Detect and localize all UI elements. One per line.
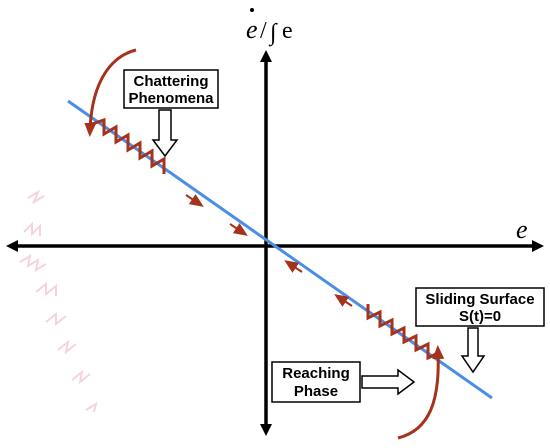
trajectory-arrow-3 bbox=[284, 260, 303, 273]
trajectory-arrow-2 bbox=[229, 223, 248, 236]
ghost-artifacts bbox=[19, 189, 98, 413]
lower-reaching-curve bbox=[397, 345, 445, 440]
reaching-label-2: Phase bbox=[294, 383, 338, 400]
upper-reaching-curve bbox=[84, 48, 137, 137]
reaching-label-1: Reaching bbox=[282, 365, 350, 382]
chattering-label-1: Chattering bbox=[134, 73, 209, 90]
y-label-sep: / bbox=[260, 18, 267, 44]
lower-chattering-zigzag bbox=[366, 304, 441, 361]
upper-chattering-zigzag bbox=[91, 117, 166, 174]
trajectory-arrow-4 bbox=[334, 294, 353, 307]
y-label-num: e bbox=[246, 15, 258, 44]
x-axis-label: e bbox=[516, 215, 528, 244]
arrow-right-icon bbox=[361, 368, 416, 396]
arrow-down-icon bbox=[151, 109, 179, 158]
sliding-surface-box bbox=[415, 287, 545, 327]
derivative-dot bbox=[250, 8, 254, 12]
chattering-box bbox=[123, 69, 219, 109]
sliding-label-1: Sliding Surface bbox=[425, 291, 534, 308]
arrow-down-icon bbox=[460, 327, 486, 374]
chattering-label-2: Phenomena bbox=[128, 90, 214, 107]
sliding-label-2: S(t)=0 bbox=[459, 308, 501, 325]
y-label-int: ∫ bbox=[268, 20, 278, 47]
trajectory-arrow-1 bbox=[185, 194, 204, 207]
y-axis-label: e / ∫ e bbox=[246, 8, 293, 47]
reaching-phase-box bbox=[271, 361, 361, 403]
y-label-den: e bbox=[282, 18, 293, 44]
